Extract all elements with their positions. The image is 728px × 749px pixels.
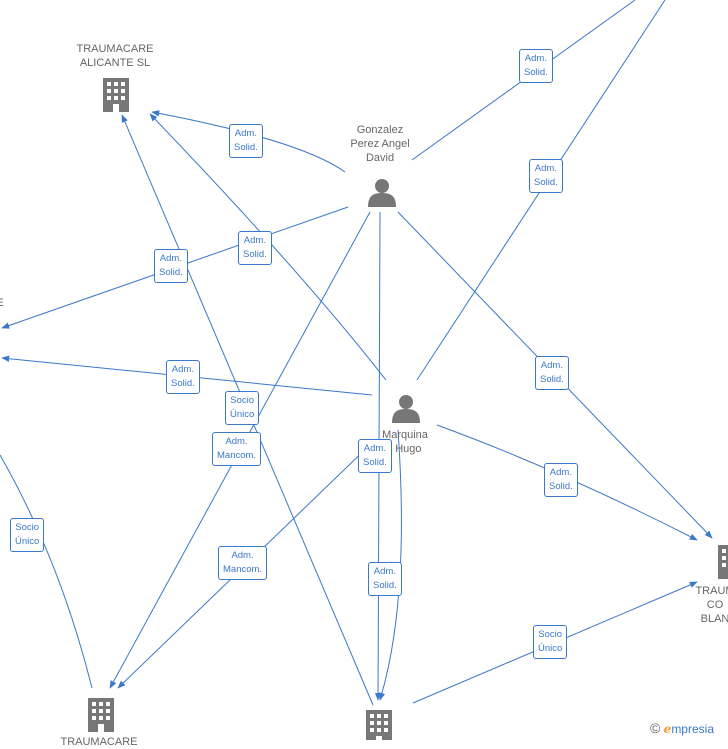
node-label-traumacare-alicante[interactable]: TRAUMACARE ALICANTE SL <box>76 43 154 69</box>
node-label-left-edge[interactable]: E <box>0 296 55 310</box>
brand-name: mpresia <box>671 722 714 736</box>
edge-label[interactable]: Adm. Mancom. <box>212 432 262 466</box>
building-icon <box>718 545 728 579</box>
building-icon <box>88 698 114 732</box>
building-icon <box>366 710 392 740</box>
edge-line <box>151 110 346 173</box>
edge-label[interactable]: Adm. Solid. <box>358 439 392 473</box>
node-label-traumacare-bottom-left[interactable]: TRAUMACARE <box>60 736 138 748</box>
edge-label[interactable]: Adm. Solid. <box>154 249 188 283</box>
edge-label[interactable]: Socio Único <box>533 625 568 659</box>
building-icon <box>103 78 129 112</box>
edge-label[interactable]: Adm. Solid. <box>238 231 272 265</box>
edge-label[interactable]: Adm. Solid. <box>166 360 200 394</box>
edge-label[interactable]: Adm. Solid. <box>529 159 563 193</box>
edge-line <box>0 454 93 689</box>
edge-label[interactable]: Socio Único <box>10 518 45 552</box>
brand-logo: © empresia <box>650 720 714 736</box>
edge-label[interactable]: Adm. Solid. <box>368 562 402 596</box>
person-icon <box>392 395 420 423</box>
edge-label[interactable]: Adm. Solid. <box>229 124 263 158</box>
edge-label[interactable]: Adm. Solid. <box>535 356 569 390</box>
edge-label[interactable]: Socio Único <box>225 391 260 425</box>
person-icon <box>368 179 396 207</box>
brand-initial: e <box>663 722 672 736</box>
edge-line <box>149 113 387 381</box>
edge-label[interactable]: Adm. Mancom. <box>218 546 268 580</box>
node-label-traumacare-blanca[interactable]: TRAUM CO BLAN <box>695 585 728 625</box>
edge-label[interactable]: Adm. Solid. <box>544 463 578 497</box>
copyright-icon: © <box>650 720 661 736</box>
edge-label[interactable]: Adm. Solid. <box>519 49 553 83</box>
node-label-gonzalez[interactable]: Gonzalez Perez Angel David <box>350 124 410 164</box>
